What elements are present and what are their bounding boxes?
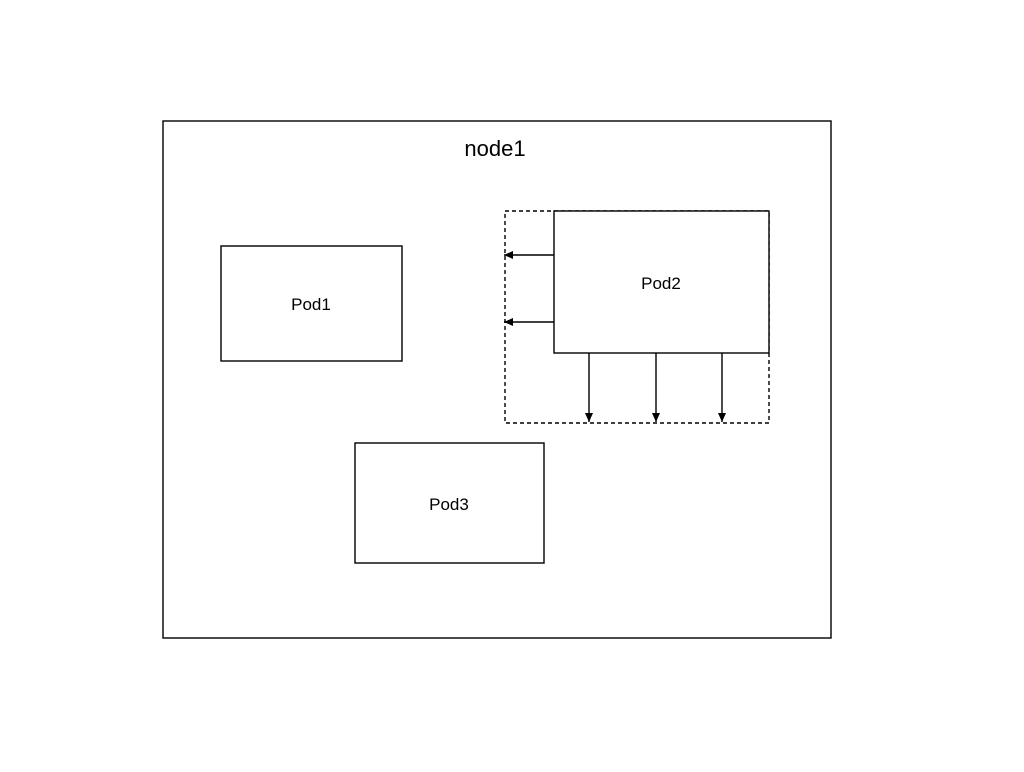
pod1-box (220, 245, 403, 362)
pod3-box (354, 442, 545, 564)
pod1-label: Pod1 (291, 295, 331, 314)
pod3: Pod3 (354, 442, 545, 564)
node-label: node1 (464, 136, 525, 161)
pod2-box (553, 210, 770, 354)
pod1: Pod1 (220, 245, 403, 362)
pod2: Pod2 (553, 210, 770, 354)
pod3-label: Pod3 (429, 495, 469, 514)
pod2-label: Pod2 (641, 274, 681, 293)
